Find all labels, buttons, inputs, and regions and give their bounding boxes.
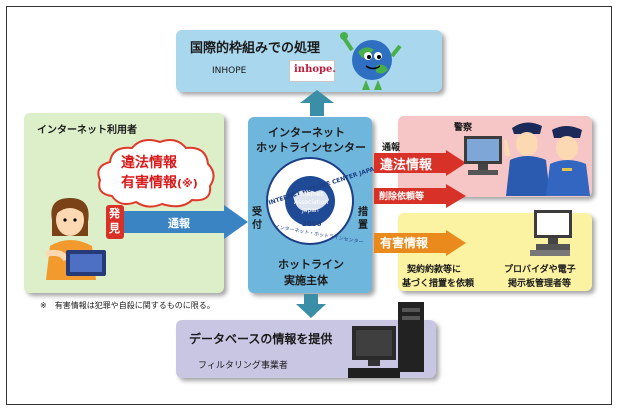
deletion-request-label: 削除依頼等 — [379, 189, 424, 202]
cloud-harmful-info: 有害情報 — [121, 175, 177, 191]
center-title-line2: ホットラインセンター — [256, 139, 366, 155]
harmful-info-footnote: ※ 有害情報は犯罪や自殺に関するものに限る。 — [40, 300, 215, 311]
center-body-line1: ホットライン — [278, 256, 344, 272]
seal-inner-line1: Internet — [299, 191, 323, 198]
receive-label: 受付 — [252, 206, 263, 232]
arrow-to-database — [296, 294, 326, 318]
center-title-line1: インターネット — [268, 124, 345, 140]
provider-name-line2: 掲示板管理者等 — [508, 276, 571, 289]
server-computer-icon — [344, 300, 436, 386]
harmful-info-label: 有害情報 — [380, 234, 428, 251]
database-subtitle: フィルタリング事業者 — [198, 358, 288, 371]
police-title: 警察 — [454, 120, 472, 133]
measure-label: 措置 — [358, 206, 369, 232]
arrow-to-intl — [300, 90, 334, 116]
internet-user-title: インターネット利用者 — [37, 121, 137, 136]
report-label: 通報 — [168, 215, 190, 231]
illegal-info-label: 違法情報 — [380, 154, 432, 173]
provider-note-line1: 契約約款等に — [407, 262, 461, 275]
cloud-harmful-row: 有害情報(※) — [121, 172, 198, 192]
cloud-illegal-info: 違法情報 — [121, 152, 177, 172]
discover-label: 発見 — [109, 206, 121, 236]
police-officers-icon — [504, 116, 592, 196]
police-monitor-icon — [462, 134, 506, 178]
provider-note-line2: 基づく措置を依頼 — [402, 276, 474, 289]
database-title: データベースの情報を提供 — [189, 330, 332, 347]
intl-framework-title: 国際的枠組みでの処理 — [190, 37, 320, 56]
inhope-label: INHOPE — [212, 66, 246, 76]
center-body-line2: 実施主体 — [284, 272, 328, 288]
globe-mascot-icon — [338, 26, 408, 96]
provider-computer-icon — [530, 208, 576, 258]
inhope-logo: inhope. — [289, 60, 335, 82]
inhope-logo-text: inhope. — [294, 64, 336, 75]
seal-inner-line3: Japan — [302, 207, 319, 214]
user-at-laptop-icon — [36, 196, 114, 280]
provider-name-line1: プロバイダや電子 — [504, 262, 576, 275]
cloud-note-mark: (※) — [177, 177, 198, 190]
seal-year: 2006 — [302, 220, 321, 228]
seal-inner-line2: Association — [294, 199, 328, 206]
police-report-label: 通報 — [382, 140, 400, 153]
